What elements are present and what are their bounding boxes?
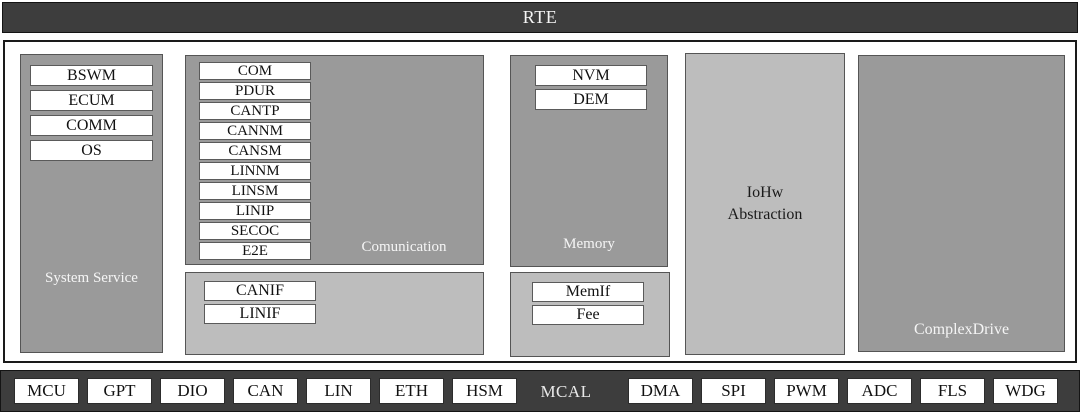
module-box-bswm: BSWM — [30, 65, 153, 86]
mcal-layer-bar: MCU GPT DIO CAN LIN ETH HSM MCAL DMA SPI… — [0, 370, 1080, 412]
module-box-cansm: CANSM — [199, 142, 311, 160]
module-box-linif: LINIF — [204, 304, 316, 324]
mcal-box-gpt: GPT — [87, 378, 152, 404]
rte-label: RTE — [522, 7, 558, 27]
system-service-block: BSWM ECUM COMM OS System Service — [20, 54, 163, 353]
mcal-box-eth: ETH — [379, 378, 444, 404]
module-box-ecum: ECUM — [30, 90, 153, 111]
module-box-fee: Fee — [532, 305, 644, 325]
mcal-box-spi: SPI — [701, 378, 766, 404]
mcal-label: MCAL — [540, 382, 592, 401]
mcal-box-adc: ADC — [847, 378, 912, 404]
memory-block: NVM DEM Memory — [510, 55, 668, 267]
communication-interface-modules: CANIF LINIF — [204, 281, 316, 327]
mcal-box-hsm: HSM — [452, 378, 517, 404]
mcal-box-pwm: PWM — [774, 378, 839, 404]
module-box-os: OS — [30, 140, 153, 161]
mcal-box-lin: LIN — [306, 378, 371, 404]
iohw-abstraction-label: IoHw Abstraction — [728, 182, 803, 226]
module-box-pdur: PDUR — [199, 82, 311, 100]
memory-interface-modules: MemIf Fee — [532, 282, 644, 328]
module-box-e2e: E2E — [199, 242, 311, 260]
complex-drive-label: ComplexDrive — [913, 321, 1010, 338]
system-service-modules: BSWM ECUM COMM OS — [30, 65, 153, 165]
module-box-com: COM — [199, 62, 311, 80]
communication-modules: COM PDUR CANTP CANNM CANSM LINNM LINSM L… — [199, 62, 311, 262]
module-box-comm: COMM — [30, 115, 153, 136]
communication-block: COM PDUR CANTP CANNM CANSM LINNM LINSM L… — [185, 55, 484, 265]
rte-layer-bar: RTE — [2, 2, 1078, 33]
complex-drive-block: ComplexDrive — [858, 55, 1065, 352]
module-box-nvm: NVM — [535, 65, 647, 86]
mcal-box-dio: DIO — [160, 378, 225, 404]
system-service-label: System Service — [45, 270, 138, 286]
iohw-label-line1: IoHw — [746, 184, 784, 201]
module-box-cannm: CANNM — [199, 122, 311, 140]
module-box-memif: MemIf — [532, 282, 644, 302]
iohw-label-line2: Abstraction — [727, 206, 803, 223]
mcal-box-wdg: WDG — [993, 378, 1058, 404]
module-box-secoc: SECOC — [199, 222, 311, 240]
mcal-box-dma: DMA — [628, 378, 693, 404]
module-box-linip: LINIP — [199, 202, 311, 220]
memory-label: Memory — [563, 236, 615, 252]
memory-interface-block: MemIf Fee — [510, 272, 670, 357]
memory-modules: NVM DEM — [535, 65, 647, 113]
mcal-box-fls: FLS — [920, 378, 985, 404]
mcal-box-mcu: MCU — [14, 378, 79, 404]
module-box-dem: DEM — [535, 89, 647, 110]
module-box-linnm: LINNM — [199, 162, 311, 180]
communication-interface-block: CANIF LINIF — [185, 272, 484, 355]
iohw-abstraction-block: IoHw Abstraction — [685, 53, 845, 355]
communication-label: Comunication — [361, 239, 447, 255]
module-box-canif: CANIF — [204, 281, 316, 301]
mcal-box-can: CAN — [233, 378, 298, 404]
module-box-linsm: LINSM — [199, 182, 311, 200]
module-box-cantp: CANTP — [199, 102, 311, 120]
